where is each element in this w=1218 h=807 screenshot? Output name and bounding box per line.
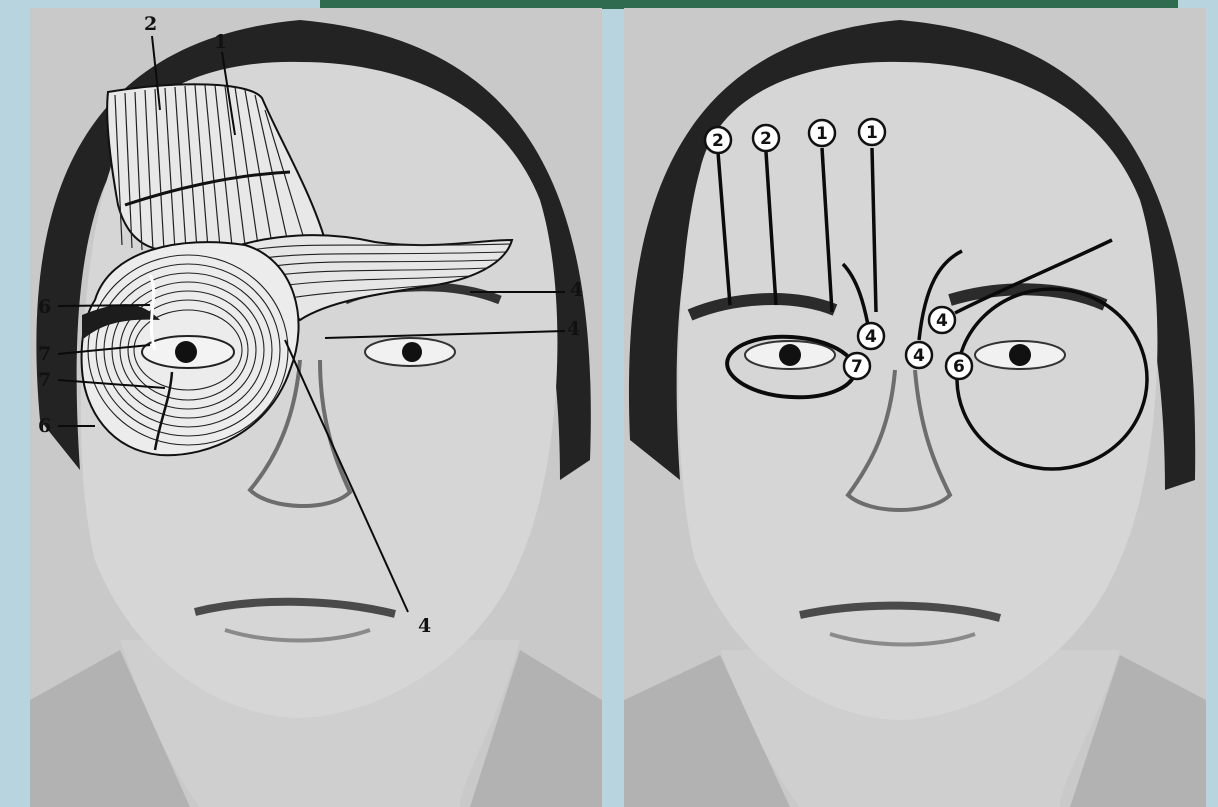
marker-1-b: 1 [859, 119, 885, 145]
marker-4-nose: 4 [906, 342, 932, 368]
marker-4-left-brow: 4 [858, 323, 884, 349]
marker-1-a: 1 [809, 120, 835, 146]
label-1: 1 [214, 31, 227, 53]
svg-text:4: 4 [936, 311, 948, 331]
svg-text:7: 7 [851, 357, 863, 377]
left-photo-panel: 2 1 6 7 7 6 4 4 4 [30, 8, 602, 807]
svg-text:4: 4 [865, 327, 877, 347]
marker-6: 6 [946, 353, 972, 379]
svg-text:6: 6 [953, 357, 965, 377]
svg-text:4: 4 [913, 346, 925, 366]
marker-2-a: 2 [705, 127, 731, 153]
svg-text:2: 2 [760, 129, 772, 149]
label-2: 2 [144, 13, 157, 35]
label-4-middle: 4 [567, 318, 580, 340]
label-6-top: 6 [38, 296, 51, 318]
right-photo-panel: 2 2 1 1 4 7 4 4 [624, 8, 1206, 807]
svg-text:1: 1 [816, 124, 828, 144]
label-4-upper: 4 [570, 279, 583, 301]
label-6-bottom: 6 [38, 415, 51, 437]
top-photo-strip [320, 0, 1178, 9]
label-7-bottom: 7 [38, 369, 51, 391]
svg-text:1: 1 [866, 123, 878, 143]
label-7-top: 7 [38, 343, 51, 365]
marker-4-right-brow: 4 [929, 307, 955, 333]
marker-2-b: 2 [753, 125, 779, 151]
svg-text:2: 2 [712, 131, 724, 151]
marker-7: 7 [844, 353, 870, 379]
label-4-chin: 4 [418, 615, 431, 637]
